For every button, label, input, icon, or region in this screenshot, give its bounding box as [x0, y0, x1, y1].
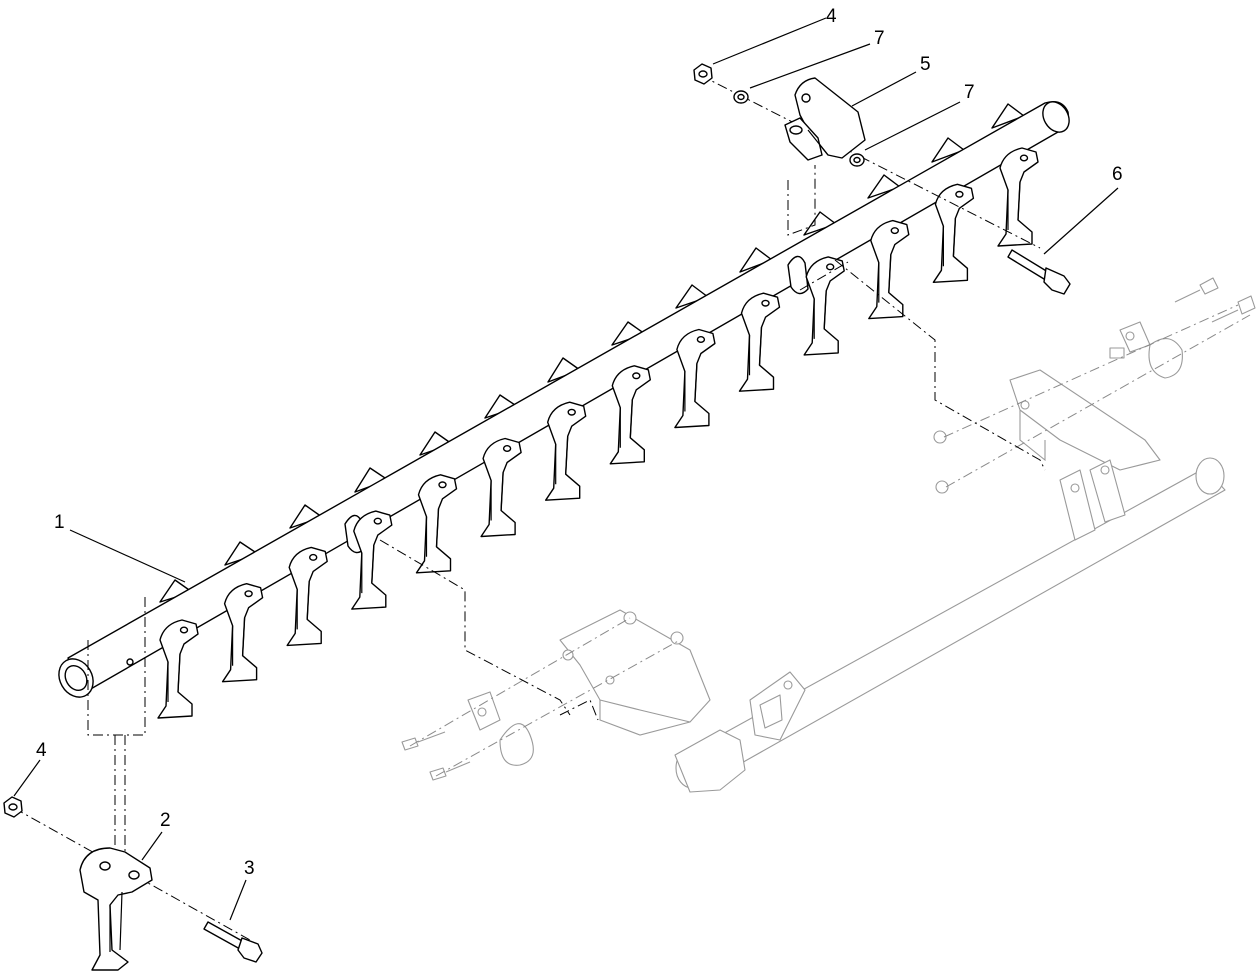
- bar-tooth: [609, 365, 651, 465]
- carrier-frame-reference: [401, 277, 1256, 793]
- upper-mount-hardware: [693, 63, 1071, 295]
- mount-reference-lines: [87, 165, 1046, 880]
- callout-item-6: 6: [1112, 164, 1123, 185]
- callout-item-3: 3: [244, 858, 255, 879]
- callout-item-5: 5: [920, 54, 931, 75]
- bar-tooth: [868, 219, 910, 320]
- bar-tooth: [738, 292, 781, 392]
- callout-item-1: 1: [54, 512, 65, 533]
- bolt-lower: [203, 921, 263, 963]
- callout-item-4-lower: 4: [36, 740, 47, 761]
- hex-nut-upper: [693, 63, 713, 85]
- pivot-bracket: [784, 77, 866, 161]
- bar-tooth: [674, 328, 716, 429]
- bar-tooth: [415, 474, 458, 574]
- tooth-bar-assembly: [58, 100, 1070, 880]
- tube-collar: [787, 255, 809, 295]
- lower-mount-hardware: [3, 796, 263, 971]
- bar-tooth: [221, 583, 264, 683]
- rear-tooth-scallops: [159, 103, 1025, 603]
- callout-leaders: [13, 17, 1119, 921]
- bolt-upper: [1007, 249, 1071, 295]
- callout-item-4-upper: 4: [826, 6, 837, 27]
- washer-upper-right: [849, 153, 865, 167]
- teeth-row: [157, 147, 1039, 719]
- hex-nut-lower: [3, 796, 23, 818]
- bar-tooth: [286, 546, 328, 647]
- bar-tooth: [480, 437, 522, 538]
- bar-tube: [67, 100, 1069, 695]
- callout-item-7-upper: 7: [874, 28, 885, 49]
- bar-tooth: [157, 619, 199, 719]
- bar-tooth: [932, 183, 975, 284]
- single-tooth: [79, 847, 153, 971]
- bar-tooth: [545, 401, 587, 501]
- washer-upper-left: [733, 90, 749, 104]
- bar-tooth: [997, 147, 1039, 247]
- callout-item-2: 2: [160, 810, 171, 831]
- bar-tooth: [803, 256, 845, 356]
- bar-tooth: [351, 510, 393, 610]
- callout-item-7-lower: 7: [964, 82, 975, 103]
- callout-labels: 4 7 5 7 6 1 4 2 3: [36, 6, 1123, 879]
